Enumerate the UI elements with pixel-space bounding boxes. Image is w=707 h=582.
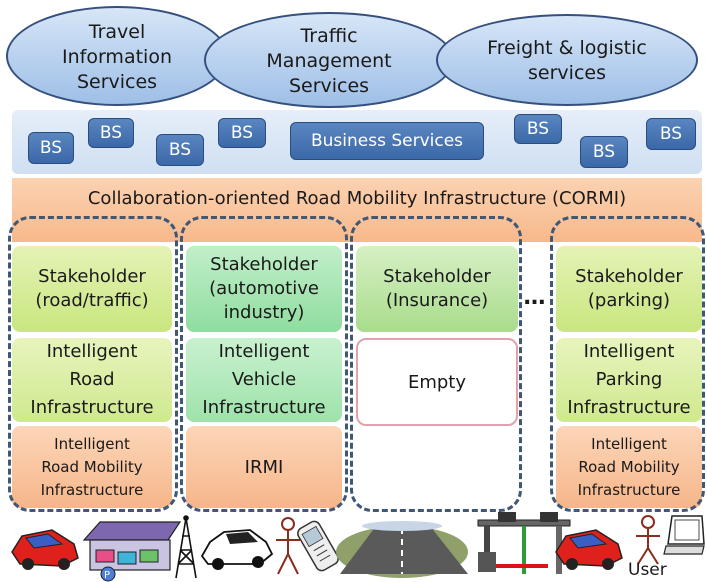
bs-label: BS [659,124,683,144]
infra-line: Road [69,369,115,390]
stakeholder-automotive-industry: Stakeholder (automotive industry) [186,246,342,332]
person-icon [276,517,300,575]
column-outline-insurance [350,216,522,512]
service-line: Services [76,70,158,93]
bs-box: BS [514,114,562,144]
ellipsis-text: … [523,284,547,310]
empty-label: Empty [407,371,467,393]
red-car-icon [555,529,623,570]
cormi-label: Collaboration-oriented Road Mobility Inf… [87,188,627,209]
bs-label: BS [526,119,550,139]
bs-box: BS [88,118,134,148]
person-icon [636,515,660,565]
stakeholder-line: industry) [223,302,305,323]
irmi-line: Infrastructure [577,480,681,499]
travel-information-services: Travel Information Services [6,6,228,106]
service-line: Freight & logistic [487,37,647,59]
user-label-text: User [628,560,667,580]
irmi-box: IRMI [186,426,342,508]
more-columns-ellipsis: … [520,282,550,312]
service-line: Traffic [300,24,358,47]
stakeholder-line: Stakeholder [210,254,318,275]
irmi-label: IRMI [244,456,284,478]
toll-barrier-icon [477,512,571,574]
road-icon [336,521,468,578]
bs-label: BS [230,123,254,143]
stakeholder-insurance: Stakeholder (Insurance) [356,246,518,332]
irmi-line: Infrastructure [40,480,144,499]
stakeholder-parking: Stakeholder (parking) [556,246,702,332]
antenna-tower-icon [175,515,197,579]
bs-box: BS [646,118,696,150]
bs-label: BS [592,142,616,162]
stakeholder-line: Stakeholder [383,266,491,287]
white-car-icon [200,529,274,570]
mobile-phone-icon [297,520,339,572]
infra-line: Intelligent [583,341,675,362]
parking-garage-icon: P [82,521,182,582]
service-line: services [528,62,606,84]
stakeholder-road-traffic: Stakeholder (road/traffic) [12,246,172,332]
stakeholder-line: Stakeholder [38,266,146,287]
infra-line: Infrastructure [30,397,154,418]
irmi-road-mobility-col1: Intelligent Road Mobility Infrastructure [12,426,172,508]
cormi-band: Collaboration-oriented Road Mobility Inf… [12,178,702,242]
service-line: Information [62,45,172,68]
bs-box: BS [28,132,74,164]
empty-box: Empty [356,338,518,426]
irmi-line: Intelligent [591,434,667,453]
irmi-line: Road Mobility [41,457,143,476]
infra-line: Vehicle [231,369,297,390]
bs-label: BS [168,140,192,160]
freight-logistic-services: Freight & logistic services [436,14,698,106]
intelligent-vehicle-infrastructure: Intelligent Vehicle Infrastructure [186,338,342,422]
bs-box: BS [156,134,204,166]
bs-box: BS [580,136,628,168]
service-line: Services [288,74,370,97]
intelligent-road-infrastructure: Intelligent Road Infrastructure [12,338,172,422]
laptop-icon [663,515,705,555]
infra-line: Intelligent [46,341,138,362]
bs-box: BS [218,118,266,148]
service-line: Management [266,49,392,72]
infra-line: Intelligent [218,341,310,362]
infra-line: Infrastructure [202,397,326,418]
intelligent-parking-infrastructure: Intelligent Parking Infrastructure [556,338,702,422]
footer-icons: P [11,512,705,582]
service-line: Travel [88,20,146,43]
column-outline-road [8,216,178,512]
user-label: User [628,560,688,582]
column-outline-automotive [180,216,348,512]
stakeholder-line: (Insurance) [385,290,489,311]
stakeholder-line: Stakeholder [575,266,683,287]
stakeholder-line: (parking) [587,290,671,311]
business-services-label: Business Services [310,131,464,151]
column-outline-parking [550,216,705,512]
bs-label: BS [99,123,123,143]
infra-line: Infrastructure [567,397,691,418]
infra-line: Parking [595,369,663,390]
stakeholder-line: (road/traffic) [35,290,149,311]
irmi-line: Road Mobility [578,457,680,476]
bs-label: BS [39,138,63,158]
traffic-management-services: Traffic Management Services [204,12,454,108]
stakeholder-line: (automotive [209,278,319,299]
svg-text:P: P [104,570,110,581]
red-car-icon [11,529,79,570]
irmi-road-mobility-col4: Intelligent Road Mobility Infrastructure [556,426,702,508]
business-services-box: Business Services [290,122,484,160]
irmi-line: Intelligent [54,434,130,453]
